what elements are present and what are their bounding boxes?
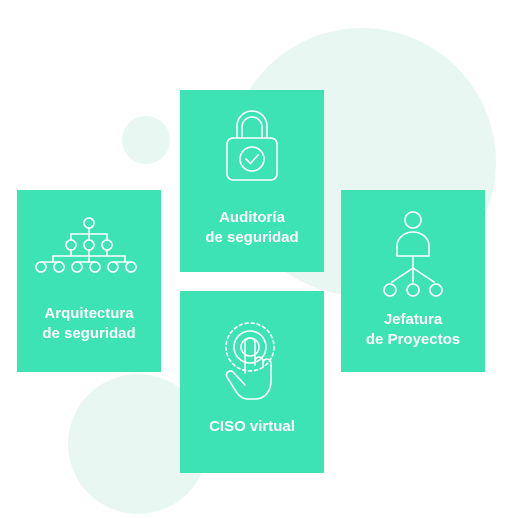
card-label: Jefatura de Proyectos: [365, 311, 461, 348]
touch-hand-icon: [180, 321, 324, 403]
padlock-check-icon: [180, 108, 324, 184]
person-network-icon: [341, 210, 485, 302]
card-label: Arquitectura de seguridad: [42, 305, 136, 342]
hierarchy-icon: [17, 216, 161, 278]
card-ciso-virtual[interactable]: CISO virtual: [180, 291, 324, 473]
card-arquitectura-de-seguridad[interactable]: Arquitectura de seguridad: [17, 190, 161, 372]
card-label: CISO virtual: [209, 418, 295, 435]
background-circle-small: [122, 116, 170, 164]
card-jefatura-de-proyectos[interactable]: Jefatura de Proyectos: [341, 190, 485, 372]
card-auditoria-de-seguridad[interactable]: Auditoría de seguridad: [180, 90, 324, 272]
card-label: Auditoría de seguridad: [205, 209, 299, 246]
